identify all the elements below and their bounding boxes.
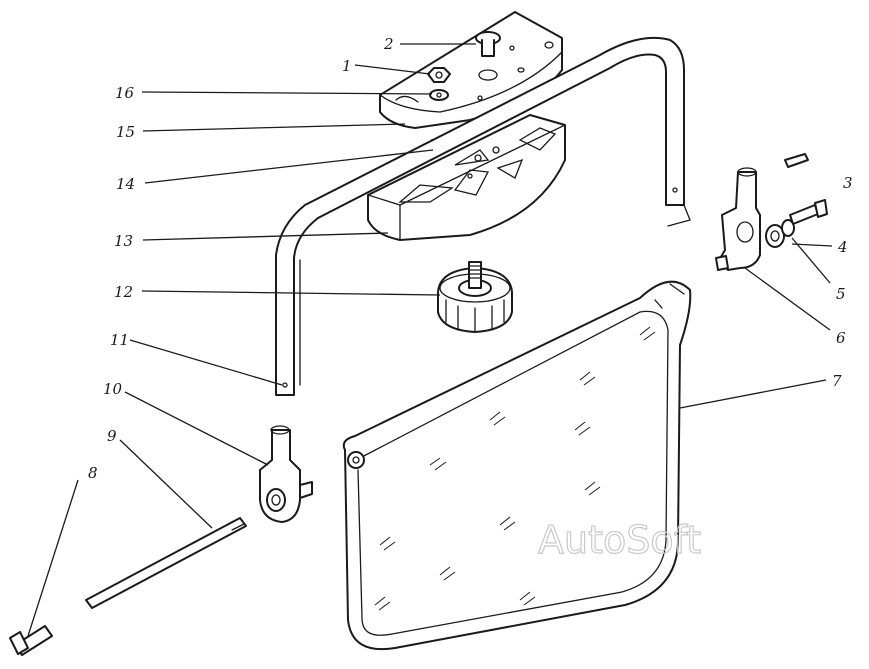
- callout-9: 9: [107, 427, 117, 445]
- washer-5: [765, 219, 795, 248]
- callout-2: 2: [383, 35, 394, 53]
- upper-bracket: [379, 11, 563, 129]
- pin-3: [784, 153, 809, 168]
- leader-lines: [27, 43, 833, 637]
- callout-12: 12: [114, 283, 133, 301]
- callout-15: 15: [116, 123, 135, 141]
- mirror-arm-tube: [275, 36, 691, 396]
- callout-7: 7: [832, 372, 842, 390]
- nut-1: [427, 67, 451, 83]
- cover-13: [367, 114, 566, 241]
- mount-6: [715, 167, 761, 271]
- callout-6: 6: [836, 329, 846, 347]
- bolt-4: [789, 199, 828, 225]
- callout-11: 11: [110, 331, 129, 349]
- callout-numbers: 2 1 16 15 14 13 12 11 10 9 8 3 4 5 6 7: [88, 35, 853, 482]
- callout-16: 16: [115, 84, 135, 102]
- callout-13: 13: [114, 232, 133, 250]
- callout-3: 3: [843, 174, 853, 192]
- mirror-7: [342, 280, 692, 651]
- rod-9: [85, 517, 247, 609]
- callout-8: 8: [88, 464, 98, 482]
- watermark-text: AutoSoft: [538, 518, 701, 562]
- washer-16: [429, 89, 449, 101]
- callout-10: 10: [103, 380, 123, 398]
- swivel-joint-10: [259, 425, 313, 523]
- knob-12: [437, 261, 513, 333]
- screw-2: [475, 31, 501, 57]
- callout-4: 4: [837, 238, 848, 256]
- callout-1: 1: [342, 57, 352, 75]
- bolt-8: [9, 625, 53, 656]
- callout-14: 14: [116, 175, 135, 193]
- callout-5: 5: [836, 285, 846, 303]
